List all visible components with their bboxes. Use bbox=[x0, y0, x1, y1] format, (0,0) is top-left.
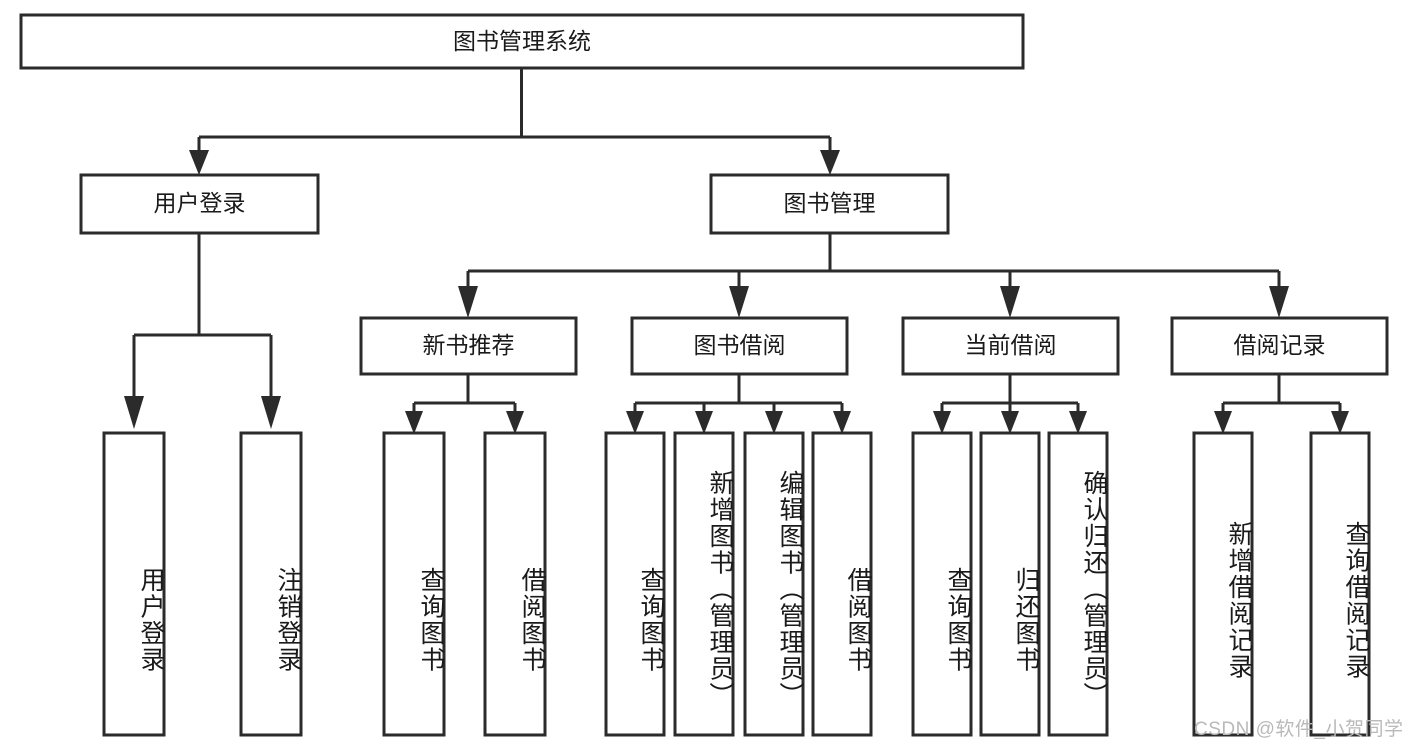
node-book-management[interactable]: 图书管理 bbox=[709, 173, 950, 235]
leaf-box-query-book-2[interactable] bbox=[604, 431, 666, 737]
leaf-box-borrow-book-1[interactable] bbox=[483, 431, 547, 737]
connector-login-to-leaves bbox=[124, 233, 281, 429]
leaf-box-add-book[interactable] bbox=[673, 431, 735, 737]
connector-root-to-level2 bbox=[189, 68, 840, 175]
leaf-box-return-book[interactable] bbox=[979, 431, 1041, 737]
node-new-book-recommend-label: 新书推荐 bbox=[423, 332, 515, 358]
node-book-borrow-label: 图书借阅 bbox=[694, 332, 786, 358]
node-user-login[interactable]: 用户登录 bbox=[79, 173, 320, 235]
leaf-box-confirm-return[interactable] bbox=[1047, 431, 1109, 737]
leaf-box-query-book-3[interactable] bbox=[911, 431, 973, 737]
connector-record-to-leaves bbox=[1214, 374, 1349, 434]
leaf-box-edit-book[interactable] bbox=[743, 431, 805, 737]
node-current-borrow-label: 当前借阅 bbox=[965, 332, 1057, 358]
leaf-box-user-logout[interactable] bbox=[239, 431, 303, 737]
node-user-login-label: 用户登录 bbox=[154, 190, 246, 216]
node-book-borrow[interactable]: 图书借阅 bbox=[630, 316, 849, 376]
csdn-watermark: CSDN @软件_小贺同学 bbox=[1194, 719, 1404, 740]
leaf-boxes bbox=[102, 431, 1371, 737]
connector-borrow-to-leaves bbox=[626, 374, 851, 434]
leaf-box-borrow-book-2[interactable] bbox=[811, 431, 873, 737]
connector-bookmgmt-to-level3 bbox=[458, 233, 1289, 318]
node-current-borrow[interactable]: 当前借阅 bbox=[901, 316, 1120, 376]
leaf-box-query-record[interactable] bbox=[1309, 431, 1371, 737]
leaf-box-user-login[interactable] bbox=[102, 431, 166, 737]
node-book-management-label: 图书管理 bbox=[784, 190, 876, 216]
node-borrow-record[interactable]: 借阅记录 bbox=[1170, 316, 1389, 376]
node-new-book-recommend[interactable]: 新书推荐 bbox=[359, 316, 578, 376]
leaf-box-add-record[interactable] bbox=[1192, 431, 1254, 737]
node-root-label: 图书管理系统 bbox=[453, 28, 591, 54]
node-borrow-record-label: 借阅记录 bbox=[1234, 332, 1326, 358]
node-root[interactable]: 图书管理系统 bbox=[19, 13, 1025, 70]
leaf-box-query-book-1[interactable] bbox=[382, 431, 446, 737]
connector-newbook-to-leaves bbox=[405, 374, 524, 434]
connector-current-to-leaves bbox=[933, 374, 1087, 434]
